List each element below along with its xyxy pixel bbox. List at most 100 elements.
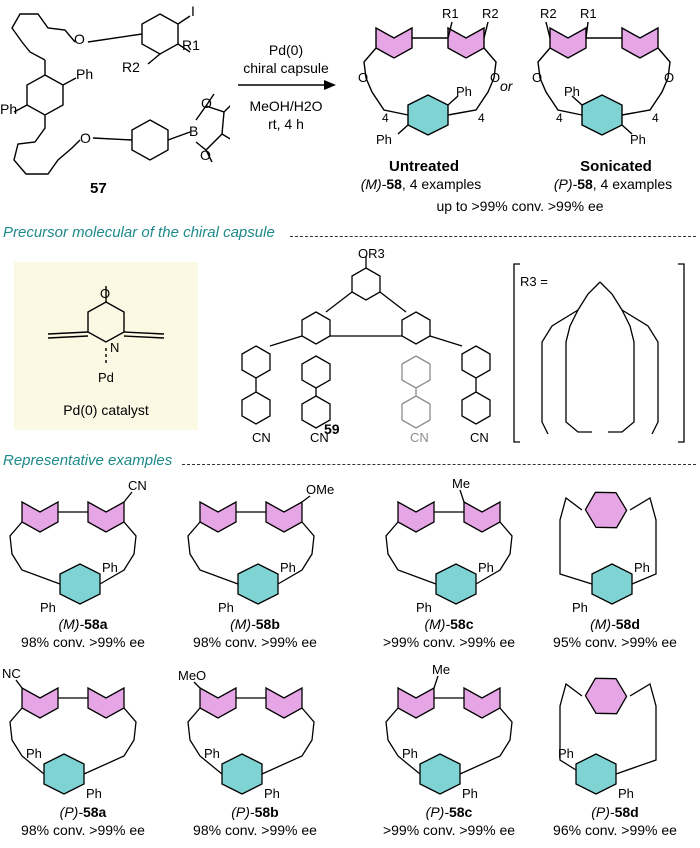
example-result: 98% conv. >99% ee [21, 822, 145, 838]
ph-label: Ph [630, 132, 646, 147]
r3-definition-structure: R3 = [513, 263, 685, 443]
nitrile-label: CN [128, 478, 147, 493]
section-divider [290, 236, 696, 237]
reagent-label: Pd(0) [268, 42, 304, 58]
example-caption-m-58d: (M)-58d [540, 616, 690, 632]
palladium-label: Pd [98, 370, 114, 385]
iodo-label: I [191, 3, 195, 19]
conditions-label: MeOH/H2O [249, 98, 323, 114]
r2-label: R2 [122, 59, 140, 75]
caption-id: 58d [614, 804, 639, 820]
ether-o-label: O [200, 147, 211, 163]
product-m-structure: R1 R2 O O Ph Ph 4 4 [358, 6, 500, 147]
catalyst-structure: O N Pd [47, 286, 165, 385]
caption-prefix: (M)- [58, 616, 85, 632]
ph-label: Ph [102, 560, 118, 575]
methyl-label: Me [452, 476, 470, 491]
ph-label: Ph [462, 786, 478, 800]
product-p-structure: R2 R1 O O Ph Ph 4 4 [532, 6, 674, 147]
ether-o-label: O [532, 70, 542, 85]
caption-prefix: (P)- [553, 176, 578, 192]
caption-prefix: (P)- [591, 804, 615, 820]
ether-o-label: O [74, 31, 85, 47]
repeat-4-label: 4 [556, 111, 563, 125]
caption-id: 58b [254, 804, 279, 820]
example-caption-p-58d: (P)-58d [540, 804, 690, 820]
capsule-number: 59 [324, 421, 340, 437]
example-result: 98% conv. >99% ee [21, 634, 145, 650]
ph-label: Ph [416, 600, 432, 614]
example-result: >99% conv. >99% ee [382, 822, 516, 838]
ph-label: Ph [402, 746, 418, 761]
example-result: 98% conv. >99% ee [193, 822, 317, 838]
example-caption-p-58a: (P)-58a [8, 804, 158, 820]
caption-prefix: (P)- [59, 804, 83, 820]
boron-label: B [189, 123, 198, 139]
nitrile-label: NC [2, 666, 21, 681]
ph-label: Ph [0, 101, 17, 117]
nitrile-label: CN [410, 430, 429, 445]
ether-o-label: O [490, 70, 500, 85]
nitrile-label: CN [470, 430, 489, 445]
caption-id: 58a [82, 804, 107, 820]
methoxy-label: OMe [306, 482, 334, 497]
ether-o-label: O [80, 130, 91, 146]
r1-label: R1 [182, 37, 200, 53]
example-result: 98% conv. >99% ee [193, 634, 317, 650]
ether-o-label: O [358, 70, 368, 85]
ether-o-label: O [100, 286, 110, 301]
r1-label: R1 [580, 6, 597, 21]
caption-prefix: (M)- [360, 176, 387, 192]
ph-label: Ph [264, 786, 280, 800]
caption-number: 58 [386, 176, 402, 192]
methoxy-label: MeO [178, 668, 206, 683]
caption-prefix: (P)- [231, 804, 255, 820]
example-caption-m-58c: (M)-58c [374, 616, 524, 632]
reaction-arrow [238, 80, 336, 90]
ph-label: Ph [618, 786, 634, 800]
caption-id: 58a [84, 616, 108, 632]
catalyst-panel: O N Pd Pd(0) catalyst [14, 262, 198, 430]
ether-o-label: O [201, 95, 212, 111]
caption-id: 58b [255, 616, 280, 632]
nitrile-label: CN [310, 430, 329, 445]
example-result: 96% conv. >99% ee [553, 822, 677, 838]
section-title-precursor: Precursor molecular of the chiral capsul… [3, 224, 275, 241]
caption-prefix: (M)- [230, 616, 256, 632]
catalyst-caption: Pd(0) catalyst [63, 402, 149, 418]
ph-label: Ph [478, 560, 494, 575]
r2-label: R2 [482, 6, 499, 21]
ph-label: Ph [564, 84, 580, 99]
sonicated-caption: (P)-58, 4 examples [538, 176, 688, 192]
example-caption-m-58a: (M)-58a [8, 616, 158, 632]
conditions-label: rt, 4 h [268, 116, 304, 132]
caption-prefix: (M)- [424, 616, 451, 632]
nitrile-label: CN [252, 430, 271, 445]
ph-label: Ph [86, 786, 102, 800]
repeat-4-label: 4 [382, 111, 389, 125]
ph-label: Ph [572, 600, 588, 614]
capsule-precursor-structure: OR3 59 CN CN CN CN [241, 246, 491, 445]
r1-label: R1 [442, 6, 459, 21]
result-summary: up to >99% conv. >99% ee [436, 198, 604, 214]
ph-label: Ph [40, 600, 56, 614]
example-caption-p-58c: (P)-58c [374, 804, 524, 820]
methyl-label: Me [432, 662, 450, 677]
section-divider [182, 464, 696, 465]
examples-row-1-structures: CN OMe Me Ph Ph Ph Ph Ph Ph Ph Ph [9, 476, 657, 614]
example-result: >99% conv. >99% ee [382, 634, 516, 650]
ph-label: Ph [376, 132, 392, 147]
caption-id: 58c [450, 616, 474, 632]
examples-row-2-structures: NC MeO Me Ph Ph Ph Ph Ph Ph Ph Ph [2, 662, 657, 800]
example-caption-p-58b: (P)-58b [180, 804, 330, 820]
pyridine-n-label: N [110, 340, 119, 355]
r2-label: R2 [540, 6, 557, 21]
ph-label: Ph [456, 84, 472, 99]
substrate-structure: I R1 R2 O Ph Ph O B O O 57 [0, 3, 230, 197]
caption-prefix: (M)- [590, 616, 616, 632]
ph-label: Ph [558, 746, 574, 761]
sonicated-title: Sonicated [580, 158, 652, 175]
r3-equals-label: R3 = [520, 274, 548, 289]
example-result: 95% conv. >99% ee [553, 634, 677, 650]
or-label: or [500, 78, 513, 94]
